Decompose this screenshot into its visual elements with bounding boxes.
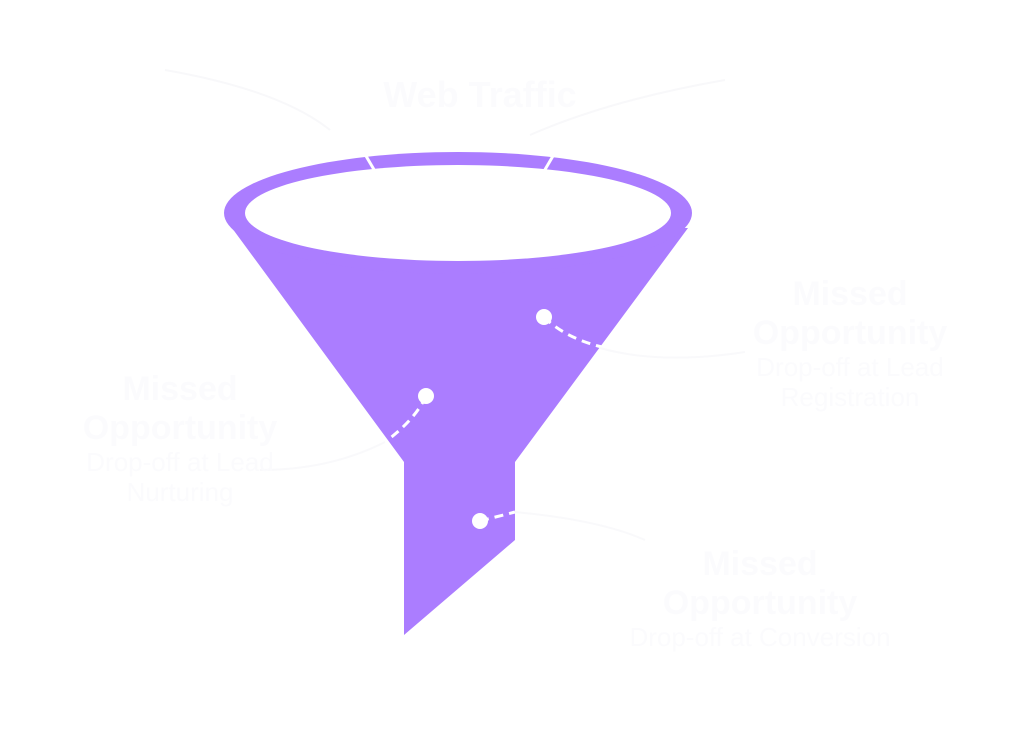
stage-subtitle: Drop-off at Lead Registration — [756, 352, 944, 413]
funnel-body — [232, 228, 688, 635]
stage-subtitle: Drop-off at Conversion — [629, 622, 891, 653]
dot-stage-1 — [536, 309, 552, 325]
dot-stage-3 — [472, 513, 488, 529]
funnel-opening — [245, 165, 671, 261]
label-connector-1 — [599, 347, 746, 359]
stage-label-1: Missed Opportunity Drop-off at Lead Regi… — [700, 275, 1000, 413]
title-connector-right — [529, 79, 726, 136]
stage-title: Missed Opportunity — [752, 275, 948, 353]
label-connector-2 — [259, 441, 386, 471]
stage-title: Missed Opportunity — [662, 545, 858, 623]
label-connector-3 — [514, 511, 646, 541]
stage-title: Missed Opportunity — [82, 370, 278, 448]
stage-label-3: Missed Opportunity Drop-off at Conversio… — [610, 545, 910, 653]
title-connector-left — [164, 69, 331, 131]
funnel-title: Web Traffic — [383, 74, 577, 115]
dot-stage-2 — [418, 388, 434, 404]
rim-tick-left — [364, 155, 378, 174]
rim-tick-right — [541, 155, 555, 174]
stage-subtitle: Drop-off at Lead Nurturing — [86, 447, 274, 508]
stage-label-2: Missed Opportunity Drop-off at Lead Nurt… — [40, 370, 320, 508]
